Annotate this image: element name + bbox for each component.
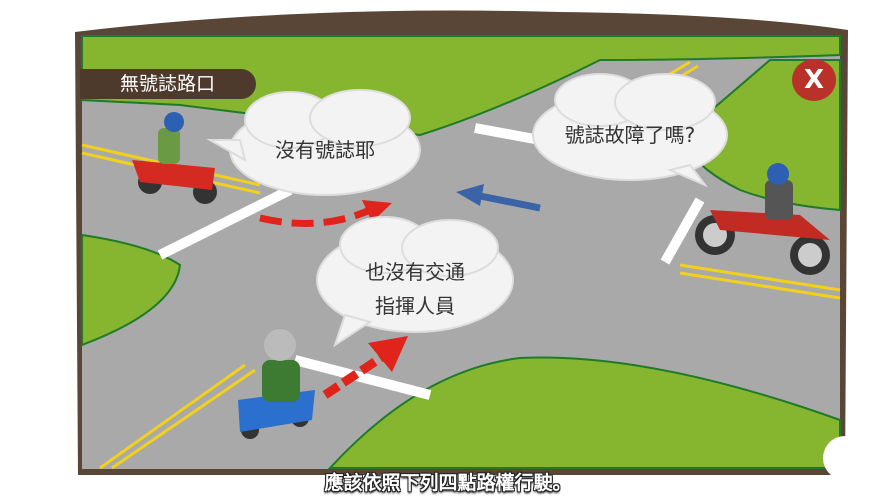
bubble-text-left: 沒有號誌耶 — [275, 138, 375, 162]
grass-left — [81, 233, 182, 347]
bubble-text-center-1: 也沒有交通 — [365, 260, 465, 284]
blue-arrow-shaft — [479, 192, 541, 212]
speech-bubble-right — [532, 73, 728, 188]
page-title: 無號誌路口 — [80, 69, 256, 99]
grass-bottom — [327, 356, 841, 469]
yellow-line-right — [679, 263, 841, 300]
red-dashed-turn-arrow — [259, 206, 372, 227]
rider-motorcycle-right — [695, 163, 830, 275]
rider-blue-scooter — [238, 329, 315, 439]
red-arrowhead-left — [362, 200, 392, 222]
stop-line-bottom — [293, 355, 432, 400]
speech-bubble-left — [206, 89, 421, 196]
bubble-text-center-2: 指揮人員 — [375, 294, 455, 318]
red-arrowhead-bottom — [368, 336, 408, 372]
stop-line-left — [157, 185, 293, 260]
red-straight-arrow — [322, 351, 388, 399]
blue-arrowhead — [456, 184, 484, 206]
bubble-text-right: 號誌故障了嗎? — [564, 123, 696, 147]
yellow-line-bottom — [99, 363, 256, 470]
close-button[interactable]: X — [792, 59, 836, 101]
stop-line-top — [474, 123, 541, 145]
subtitle-caption: 應該依照下列四點路權行駛。 — [324, 472, 572, 494]
stop-line-right — [660, 197, 705, 265]
corner-notch — [823, 436, 867, 480]
speech-bubble-center — [316, 216, 514, 348]
rider-red-scooter — [132, 112, 217, 204]
